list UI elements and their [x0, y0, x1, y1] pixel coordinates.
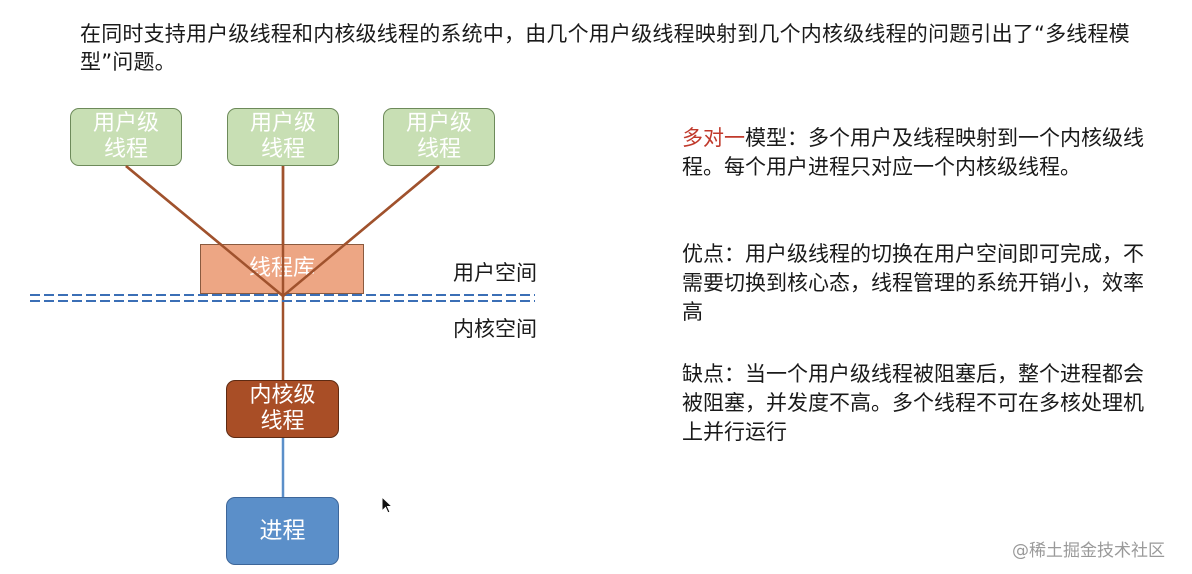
- thread-library-box: 线程库: [200, 244, 364, 294]
- user-thread-label-line1: 用户级: [92, 111, 159, 136]
- process-box: 进程: [226, 497, 339, 565]
- model-description-text: 模型：多个用户及线程映射到一个内核级线程。每个用户进程只对应一个内核级线程。: [682, 126, 1144, 179]
- user-thread-label-line1: 用户级: [249, 111, 316, 136]
- disadvantage-text: 缺点：当一个用户级线程被阻塞后，整个进程都会被阻塞，并发度不高。多个线程不可在多…: [682, 362, 1144, 444]
- advantage-text: 优点：用户级线程的切换在用户空间即可完成，不需要切换到核心态，线程管理的系统开销…: [682, 242, 1144, 324]
- kernel-thread-label-line1: 内核级: [249, 383, 316, 408]
- user-thread-box-1: 用户级 线程: [70, 108, 182, 166]
- user-thread-label-line1: 用户级: [405, 111, 472, 136]
- intro-paragraph: 在同时支持用户级线程和内核级线程的系统中，由几个用户级线程映射到几个内核级线程的…: [80, 22, 1130, 74]
- kernel-thread-box: 内核级 线程: [226, 380, 339, 438]
- process-label: 进程: [259, 518, 306, 544]
- user-space-label: 用户空间: [453, 261, 537, 285]
- user-thread-box-2: 用户级 线程: [227, 108, 339, 166]
- user-thread-label-line2: 线程: [103, 137, 148, 162]
- thread-library-label: 线程库: [248, 256, 315, 281]
- model-description: 多对一模型：多个用户及线程映射到一个内核级线程。每个用户进程只对应一个内核级线程…: [682, 124, 1157, 182]
- kernel-thread-label-line2: 线程: [260, 409, 305, 434]
- kernel-space-label: 内核空间: [453, 317, 537, 341]
- user-thread-label-line2: 线程: [260, 137, 305, 162]
- model-name-highlight: 多对一: [682, 126, 745, 150]
- user-thread-label-line2: 线程: [416, 137, 461, 162]
- mouse-cursor-icon: [381, 496, 394, 514]
- user-thread-box-3: 用户级 线程: [383, 108, 495, 166]
- watermark: @稀土掘金技术社区: [1012, 541, 1165, 561]
